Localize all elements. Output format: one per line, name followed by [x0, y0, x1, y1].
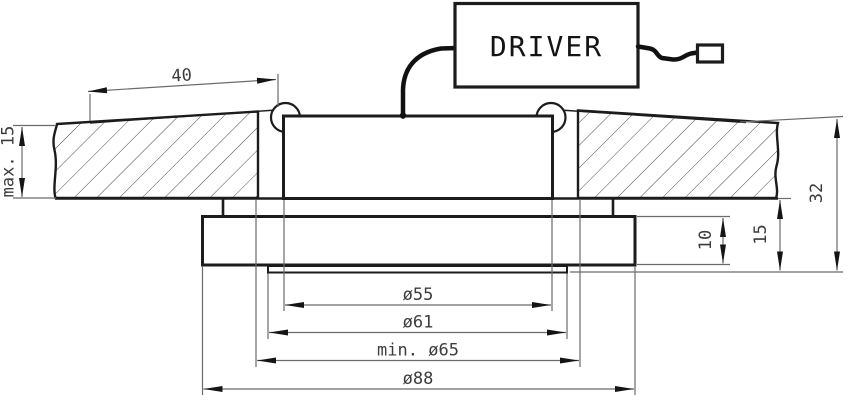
connector-plug [695, 43, 725, 64]
dimension-d88-label: ø88 [403, 369, 434, 389]
dimension-max-15: max. 15 [0, 124, 56, 199]
dimension-d65: min. ø65 [255, 200, 581, 367]
dimension-10-label: 10 [696, 230, 716, 250]
dimension-32-label: 32 [807, 183, 827, 203]
dimension-d61-label: ø61 [403, 313, 434, 333]
dimension-10: 10 [637, 215, 730, 266]
dimension-40-label: 40 [171, 65, 193, 86]
dimension-d55-label: ø55 [403, 285, 434, 305]
driver-box [453, 1, 640, 89]
dimension-d61: ø61 [267, 273, 568, 339]
dimension-max-15-label: max. 15 [0, 126, 19, 198]
trim-ring [201, 215, 637, 267]
dimension-15: 15 [751, 197, 791, 271]
dimension-d55: ø55 [283, 200, 553, 311]
glass-diffuser [267, 265, 568, 274]
dimension-d65-label: min. ø65 [377, 341, 459, 361]
spring-arm-right [559, 109, 747, 124]
ceiling-section-left [52, 110, 260, 200]
dimension-d88: ø88 [201, 266, 636, 395]
mains-cable [635, 44, 700, 62]
driver-label: DRIVER [490, 30, 603, 63]
lamp-body [282, 114, 554, 200]
dimension-15-label: 15 [751, 224, 771, 244]
dimension-40: 40 [87, 65, 279, 121]
dimension-32: 32 [570, 115, 844, 273]
cable-entry-dot [399, 112, 407, 119]
driver-cable [400, 45, 460, 119]
spring-arm-left [89, 109, 277, 124]
ceiling-section-right [576, 109, 780, 200]
